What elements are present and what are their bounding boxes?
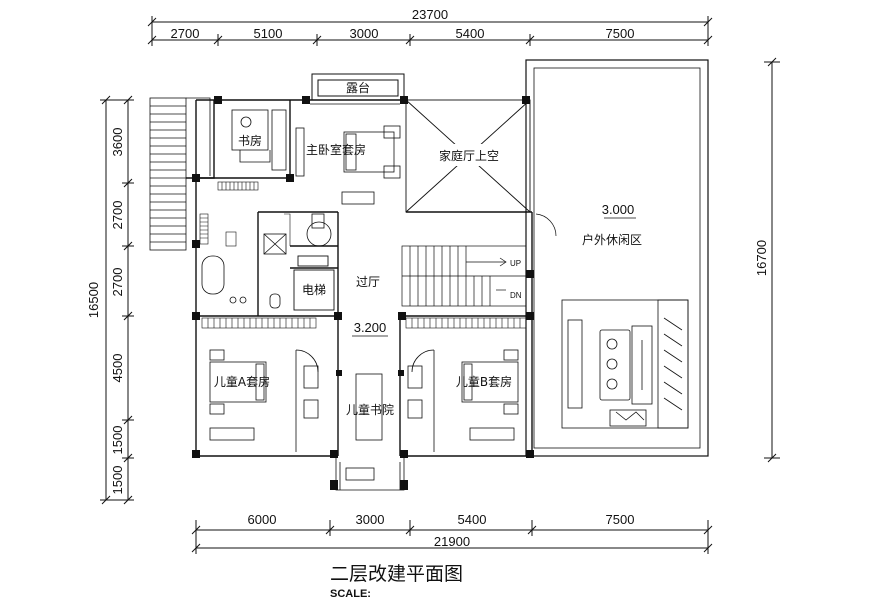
corridor-level: 3.200 [354, 320, 387, 335]
exterior-stair [149, 97, 211, 251]
top-dim-3: 3000 [350, 26, 379, 41]
elevator-shaft [293, 255, 335, 311]
top-dimension-chain [147, 16, 713, 46]
right-dimension-chain [764, 57, 780, 463]
outdoor-leisure-label: 户外休闲区 [582, 232, 642, 247]
top-dim-2: 5100 [254, 26, 283, 41]
kids-study-furniture [335, 373, 405, 491]
left-dimension-chain [100, 95, 134, 505]
structural-columns [192, 96, 534, 490]
top-total-dimension: 23700 [412, 7, 448, 22]
bottom-dim-2: 3000 [356, 512, 385, 527]
drawing-title: 二层改建平面图 [330, 563, 463, 585]
study-room-furniture [231, 109, 287, 171]
stair-down-label: DN [510, 291, 522, 300]
master-suite-label: 主卧室套房 [306, 142, 366, 157]
left-total-dimension: 16500 [86, 282, 101, 318]
bottom-dim-4: 7500 [606, 512, 635, 527]
balcony-label: 露台 [346, 80, 370, 95]
study-label: 书房 [238, 133, 262, 148]
elevator-label: 电梯 [302, 283, 326, 297]
left-dim-3: 2700 [110, 268, 125, 297]
master-suite-furniture [295, 103, 401, 205]
bottom-total-dimension: 21900 [434, 534, 470, 549]
kids-a-label: 儿童A套房 [214, 374, 270, 389]
family-hall-void-label: 家庭厅上空 [439, 148, 499, 163]
left-dim-5: 1500 [110, 426, 125, 455]
left-dim-6: 1500 [110, 466, 125, 495]
bottom-dim-1: 6000 [248, 512, 277, 527]
kids-study-court-label: 儿童书院 [346, 402, 394, 417]
building-walls [186, 99, 533, 457]
kids-b-wardrobe [405, 317, 527, 329]
top-dim-1: 2700 [171, 26, 200, 41]
stair-up-label: UP [510, 259, 521, 268]
left-dim-1: 3600 [110, 128, 125, 157]
top-dim-4: 5400 [456, 26, 485, 41]
left-dim-2: 2700 [110, 201, 125, 230]
kids-b-furniture [407, 349, 519, 452]
bottom-dim-3: 5400 [458, 512, 487, 527]
corridor-label: 过厅 [356, 275, 380, 289]
kids-a-wardrobe [201, 317, 317, 329]
void-label-bg [436, 144, 502, 166]
right-total-dimension: 16700 [754, 240, 769, 276]
scale-label: SCALE: [330, 588, 371, 600]
outdoor-level-mark: 3.000 [602, 202, 635, 217]
wardrobe-strips [199, 181, 291, 247]
bottom-dimension-chain [191, 520, 713, 554]
outdoor-terrace [525, 59, 709, 457]
master-bath-fixtures [201, 213, 332, 309]
interior-stair [401, 245, 527, 307]
kids-b-label: 儿童B套房 [456, 374, 512, 389]
lounge-seating [561, 299, 689, 429]
left-dim-4: 4500 [110, 354, 125, 383]
kids-a-furniture [209, 349, 319, 452]
top-dim-5: 7500 [606, 26, 635, 41]
